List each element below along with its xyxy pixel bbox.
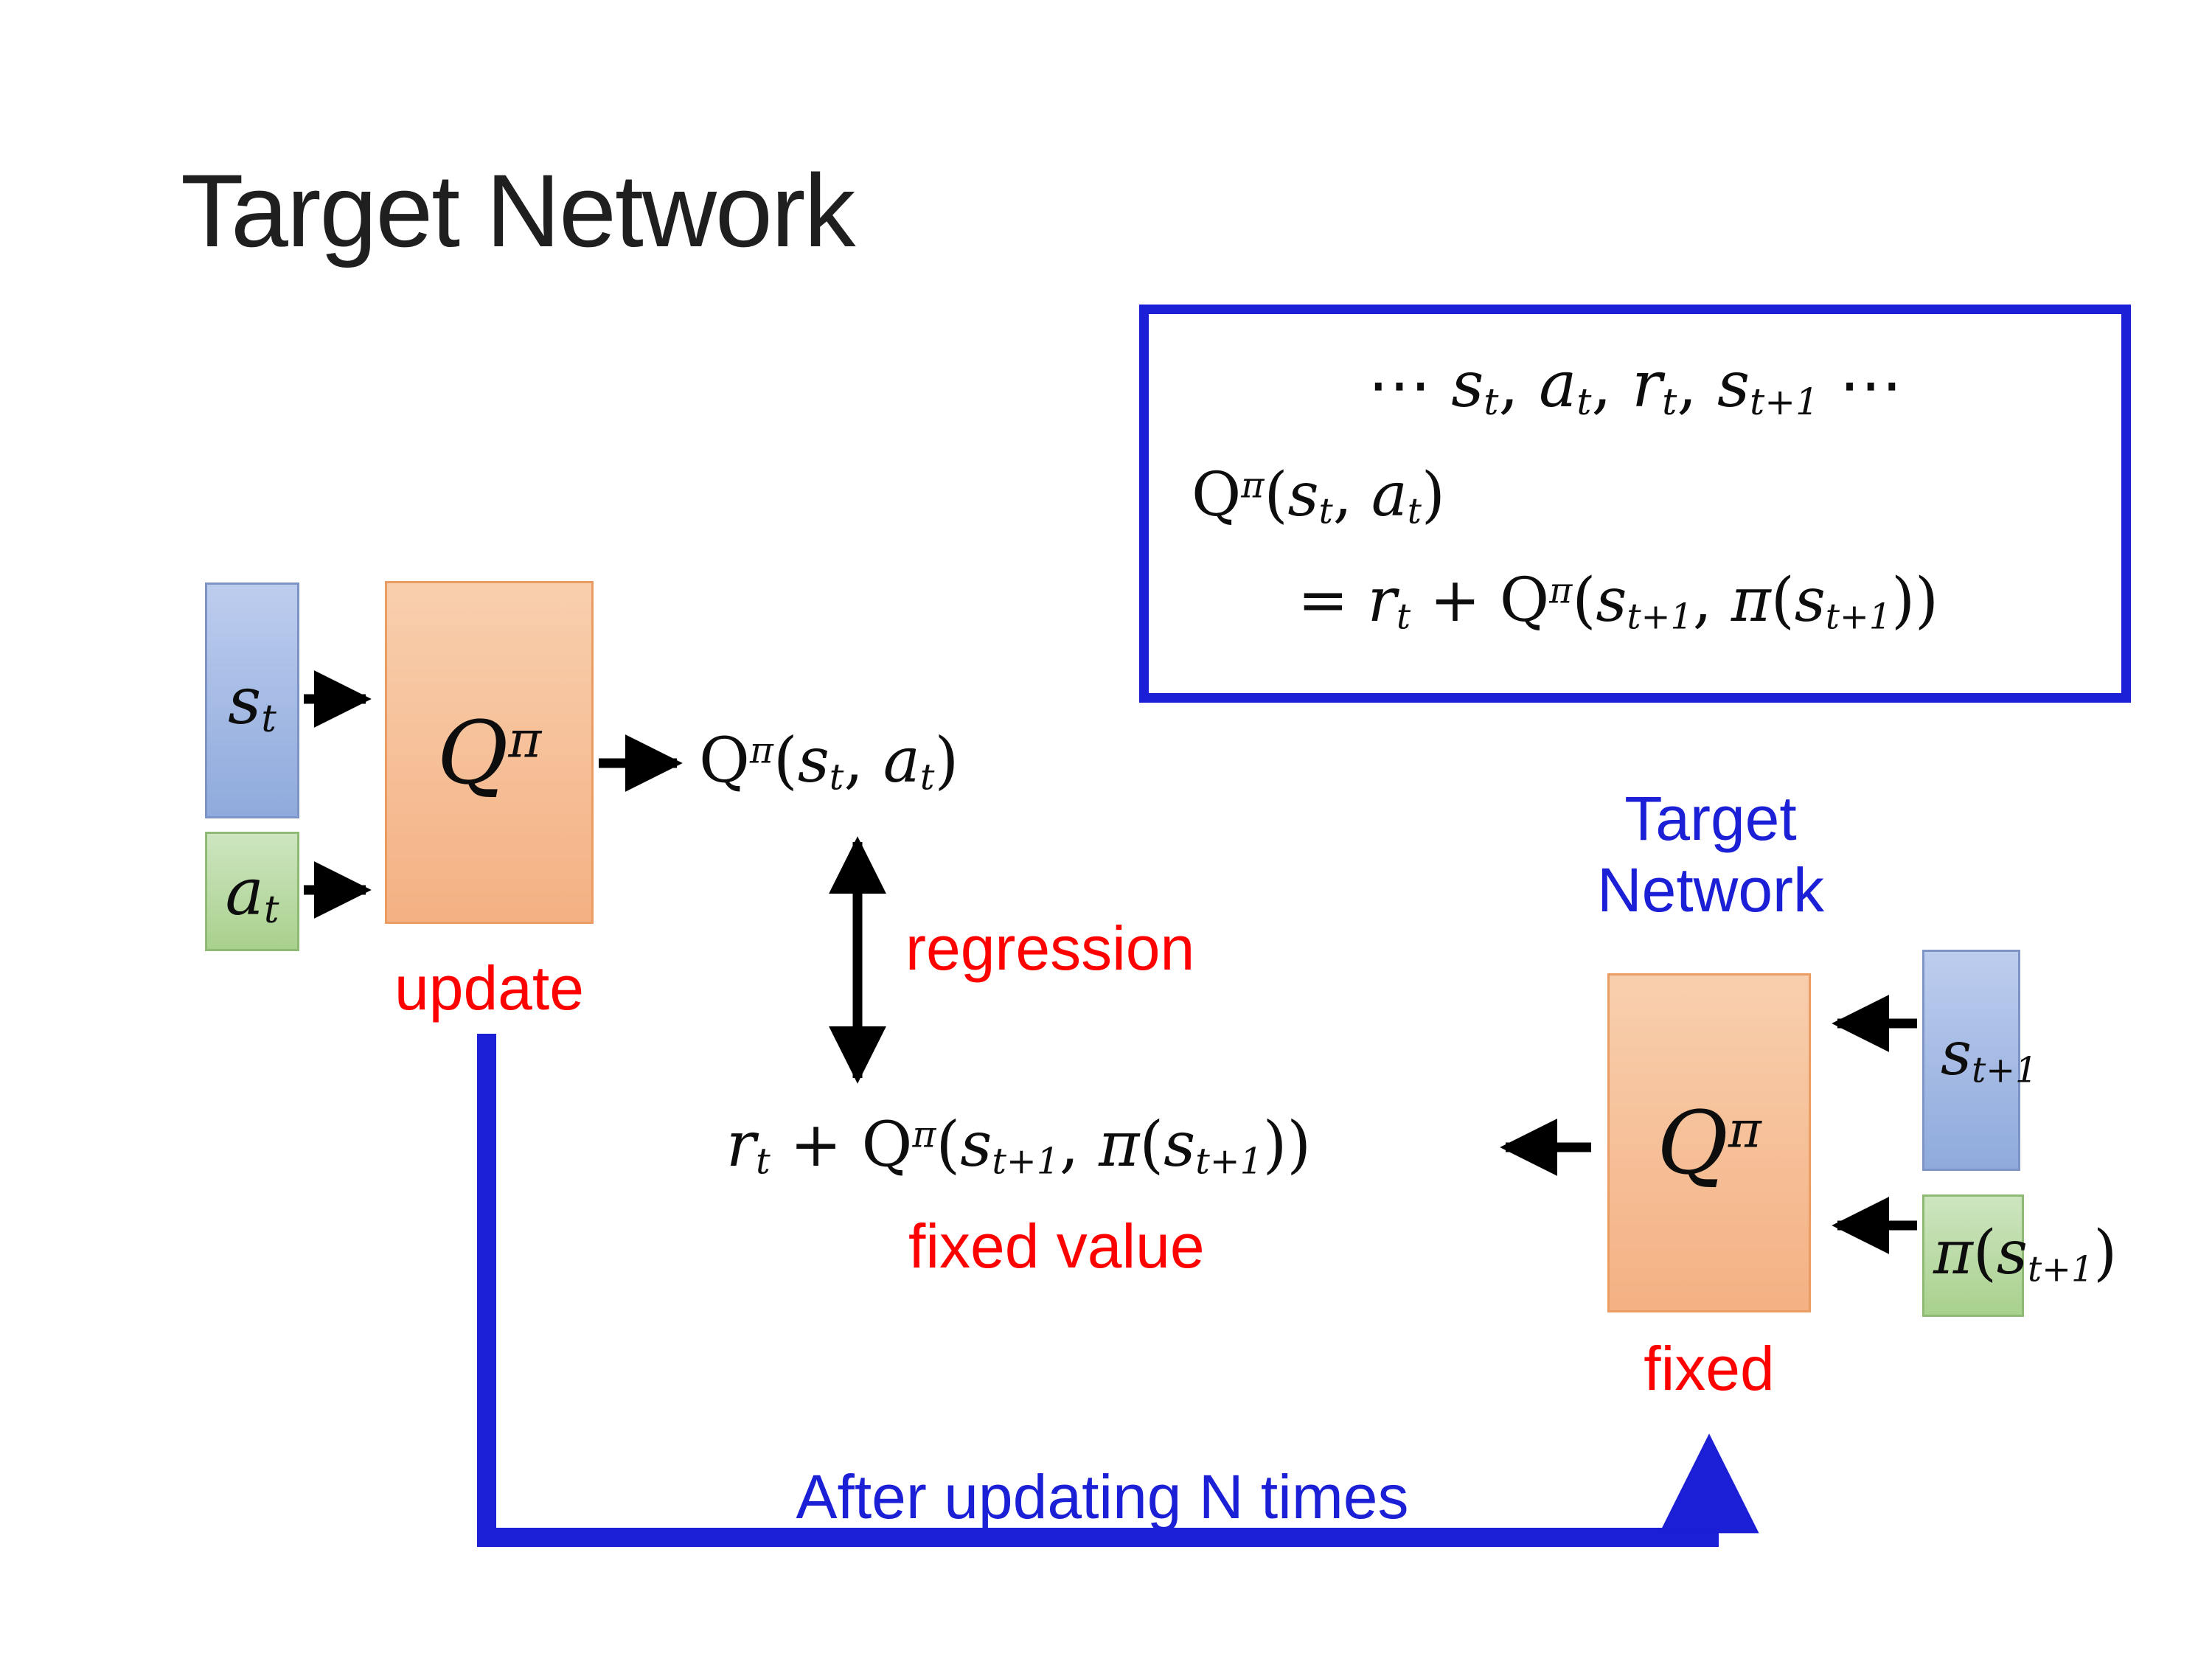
q-definition-lhs: Qπ(st, at): [1192, 460, 1445, 532]
target-value-expression: rt + Qπ(st+1, π(st+1)): [726, 1108, 1312, 1183]
replay-sequence: ⋯ st, at, rt, st+1 ⋯: [1367, 348, 1903, 423]
state-input-label: st: [228, 662, 276, 741]
next-state-input-box: [1922, 950, 2020, 1171]
fixed-label: fixed: [1644, 1334, 1775, 1403]
policy-action-input-label: π(st+1): [1933, 1218, 2118, 1290]
bellman-equation-box: ⋯ st, at, rt, st+1 ⋯ Qπ(st, at) = rt + Q…: [1139, 305, 2131, 703]
policy-action-input-box: [1922, 1194, 2024, 1317]
target-q-network-box: Qπ: [1607, 973, 1811, 1312]
slide-title: Target Network: [181, 153, 855, 268]
target-network-title: Target Network: [1596, 784, 1825, 925]
state-input-box: st: [205, 582, 299, 818]
update-label: update: [394, 953, 584, 1023]
action-input-box: at: [205, 832, 299, 951]
q-network-label: Qπ: [437, 701, 542, 804]
target-q-network-label: Qπ: [1657, 1092, 1761, 1194]
fixed-value-label: fixed value: [908, 1211, 1205, 1281]
q-definition-rhs: = rt + Qπ(st+1, π(st+1)): [1298, 566, 1939, 638]
q-output-expression: Qπ(st, at): [699, 724, 959, 799]
q-network-box: Qπ: [385, 581, 594, 924]
regression-label: regression: [905, 914, 1195, 983]
update-loop-label: After updating N times: [796, 1462, 1409, 1531]
next-state-input-label: st+1: [1941, 1019, 2038, 1091]
action-input-label: at: [225, 853, 279, 932]
